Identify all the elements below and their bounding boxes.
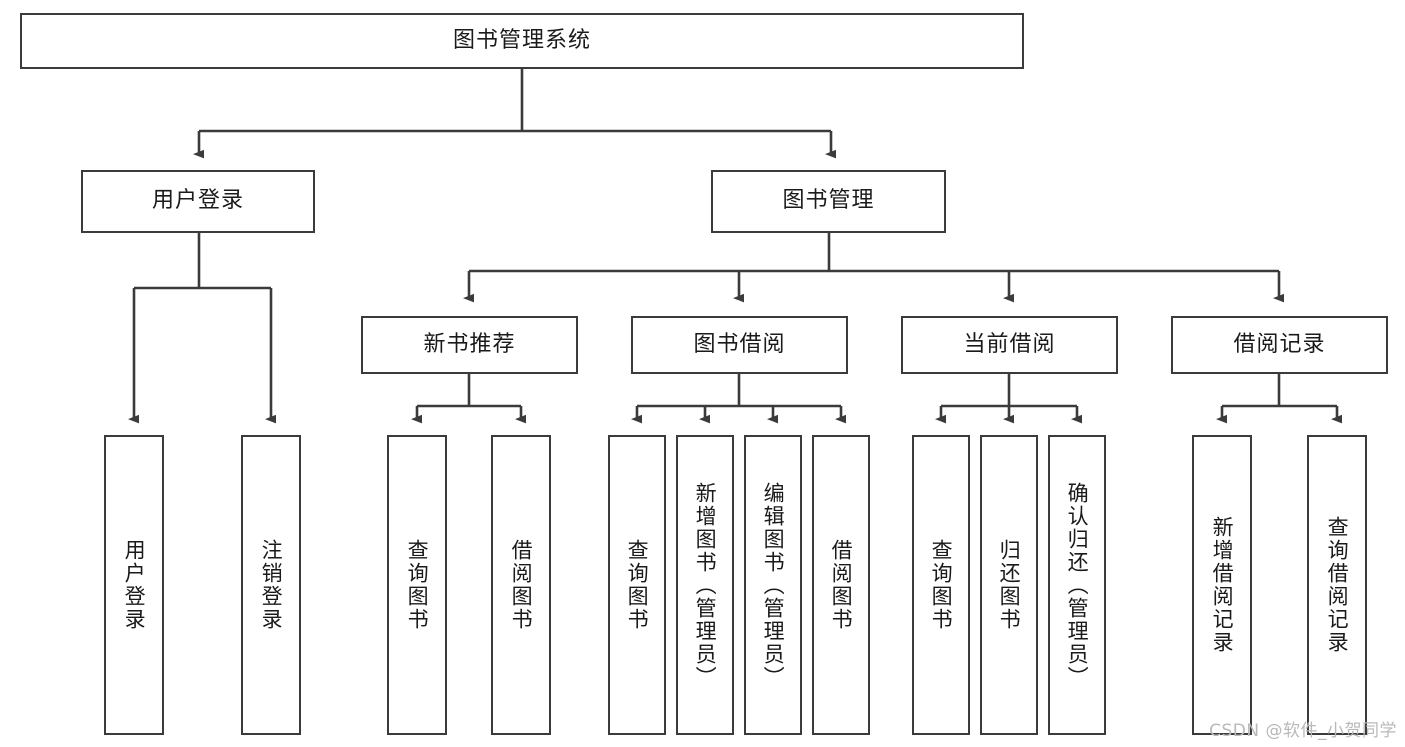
leaf-record-add-record-label: 新增借阅记录 bbox=[1210, 516, 1235, 654]
leaf-user-login-logout[interactable]: 注销登录 bbox=[241, 435, 301, 735]
node-new-book-recommend[interactable]: 新书推荐 bbox=[361, 316, 578, 374]
node-current-borrow[interactable]: 当前借阅 bbox=[901, 316, 1118, 374]
leaf-user-login-logout-label: 注销登录 bbox=[259, 539, 284, 631]
node-user-login[interactable]: 用户登录 bbox=[81, 170, 315, 233]
leaf-current-query-book[interactable]: 查询图书 bbox=[912, 435, 970, 735]
node-book-borrow-label: 图书借阅 bbox=[693, 331, 786, 357]
leaf-current-confirm-return-admin-label: 确认归还（管理员） bbox=[1065, 481, 1090, 689]
leaf-borrow-query-book[interactable]: 查询图书 bbox=[608, 435, 666, 735]
node-current-borrow-label: 当前借阅 bbox=[963, 331, 1056, 357]
node-root-system[interactable]: 图书管理系统 bbox=[20, 13, 1024, 69]
node-new-book-recommend-label: 新书推荐 bbox=[423, 331, 516, 357]
node-borrow-record-label: 借阅记录 bbox=[1233, 331, 1326, 357]
leaf-user-login-login[interactable]: 用户登录 bbox=[104, 435, 164, 735]
leaf-record-add-record[interactable]: 新增借阅记录 bbox=[1192, 435, 1252, 735]
node-user-login-label: 用户登录 bbox=[151, 188, 244, 214]
node-book-borrow[interactable]: 图书借阅 bbox=[631, 316, 848, 374]
node-root-system-label: 图书管理系统 bbox=[452, 27, 591, 53]
node-book-management[interactable]: 图书管理 bbox=[711, 170, 946, 233]
csdn-watermark: CSDN @软件_小贺同学 bbox=[1209, 721, 1397, 741]
leaf-borrow-add-book-admin-label: 新增图书（管理员） bbox=[693, 481, 718, 689]
leaf-recommend-query-book[interactable]: 查询图书 bbox=[387, 435, 447, 735]
leaf-current-confirm-return-admin[interactable]: 确认归还（管理员） bbox=[1048, 435, 1106, 735]
leaf-record-query-record[interactable]: 查询借阅记录 bbox=[1307, 435, 1367, 735]
leaf-borrow-borrow-book-label: 借阅图书 bbox=[829, 539, 854, 631]
leaf-borrow-borrow-book[interactable]: 借阅图书 bbox=[812, 435, 870, 735]
leaf-current-return-book[interactable]: 归还图书 bbox=[980, 435, 1038, 735]
leaf-recommend-borrow-book-label: 借阅图书 bbox=[509, 539, 534, 631]
leaf-recommend-query-book-label: 查询图书 bbox=[405, 539, 430, 631]
leaf-user-login-login-label: 用户登录 bbox=[122, 539, 147, 631]
node-borrow-record[interactable]: 借阅记录 bbox=[1171, 316, 1388, 374]
leaf-recommend-borrow-book[interactable]: 借阅图书 bbox=[491, 435, 551, 735]
leaf-borrow-query-book-label: 查询图书 bbox=[625, 539, 650, 631]
leaf-borrow-add-book-admin[interactable]: 新增图书（管理员） bbox=[676, 435, 734, 735]
leaf-record-query-record-label: 查询借阅记录 bbox=[1325, 516, 1350, 654]
leaf-borrow-edit-book-admin[interactable]: 编辑图书（管理员） bbox=[744, 435, 802, 735]
leaf-borrow-edit-book-admin-label: 编辑图书（管理员） bbox=[761, 481, 786, 689]
leaf-current-return-book-label: 归还图书 bbox=[997, 539, 1022, 631]
node-book-management-label: 图书管理 bbox=[782, 188, 875, 214]
leaf-current-query-book-label: 查询图书 bbox=[929, 539, 954, 631]
